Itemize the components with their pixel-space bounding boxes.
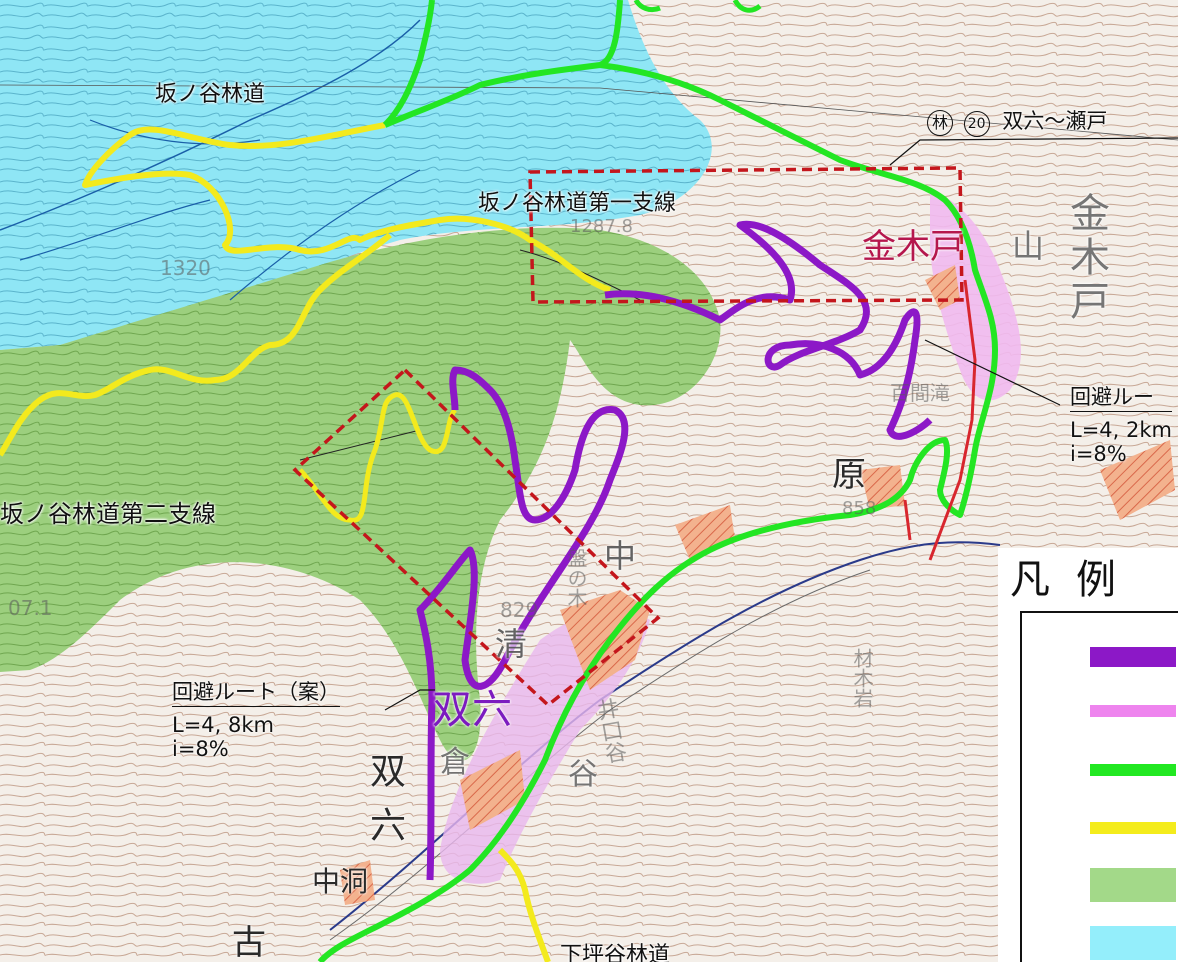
forest-road-name: 双六～瀬戸 bbox=[1002, 109, 1108, 133]
place-hara: 原 bbox=[832, 455, 866, 495]
place-nakahora: 中洞 bbox=[312, 865, 369, 898]
place-kura: 倉 bbox=[440, 745, 470, 780]
legend-swatch-pink-line bbox=[1090, 705, 1176, 717]
proposed-route-west bbox=[416, 366, 629, 881]
label-sakanotani-road: 坂ノ谷林道 bbox=[155, 82, 266, 107]
elevation-858: 858 bbox=[842, 498, 877, 519]
place-sugoroku-vertical: 双六 bbox=[364, 752, 405, 860]
yellow-forest-road-south bbox=[497, 847, 551, 962]
label-forest-road-20: 林 20 双六～瀬戸 bbox=[927, 110, 1107, 137]
legend-swatch-yellow-line bbox=[1090, 822, 1176, 834]
place-furu: 古 bbox=[232, 923, 266, 962]
legend-swatch-green-line bbox=[1090, 764, 1176, 776]
green-route bbox=[317, 0, 998, 962]
place-kanakido-red: 金木戸 bbox=[862, 227, 964, 267]
callout-west-title: 回避ルート（案） bbox=[172, 680, 340, 708]
legend-box bbox=[1020, 611, 1178, 962]
proposed-route-east bbox=[604, 220, 933, 440]
callout-west-length: L=4, 8km bbox=[172, 713, 274, 738]
callout-east-gradient: i=8% bbox=[1070, 442, 1127, 467]
legend-title: 凡例 bbox=[1010, 557, 1142, 603]
legend-swatch-blue-area bbox=[1090, 926, 1176, 960]
label-sakanotani-branch2: 坂ノ谷林道第二支線 bbox=[0, 500, 216, 528]
red-dashed-box-west bbox=[292, 367, 661, 708]
elevation-07: 07.1 bbox=[8, 596, 53, 620]
place-naka: 中 bbox=[604, 537, 637, 575]
yellow-forest-road-north bbox=[82, 122, 612, 293]
place-kiyo: 清 bbox=[495, 625, 528, 663]
pink-corridor-north bbox=[930, 190, 1021, 401]
elevation-1320: 1320 bbox=[160, 256, 211, 280]
callout-west-route: 回避ルート（案） L=4, 8km i=8% bbox=[172, 680, 340, 761]
place-zaimokuiwa: 材木岩 bbox=[850, 648, 874, 708]
place-hyakkendaki: 百間滝 bbox=[890, 381, 950, 405]
place-tani: 谷 bbox=[568, 757, 598, 792]
label-shimotsubotani-road: 下坪谷林道 bbox=[560, 943, 671, 962]
place-kanakido-vertical: 金木戸 bbox=[1063, 192, 1109, 324]
callout-east-length: L=4, 2km bbox=[1070, 418, 1172, 443]
legend-swatch-purple-line bbox=[1090, 647, 1176, 667]
yellow-forest-road-branch bbox=[0, 232, 392, 457]
place-bannoki: 盤の木 bbox=[564, 548, 588, 608]
place-sugoroku-purple: 双六 bbox=[432, 687, 512, 733]
callout-west-gradient: i=8% bbox=[172, 737, 229, 762]
red-dashed-box-north bbox=[528, 166, 964, 304]
place-yama: 山 bbox=[1012, 227, 1045, 265]
callout-east-title: 回避ルー bbox=[1070, 385, 1172, 413]
legend-panel: 凡例 bbox=[998, 548, 1178, 962]
forest-road-mark-icon: 林 bbox=[927, 110, 953, 136]
elevation-1287: 1287.8 bbox=[570, 216, 633, 237]
elevation-829: 829 bbox=[500, 598, 539, 622]
label-sakanotani-branch1: 坂ノ谷林道第一支線 bbox=[478, 191, 677, 216]
forest-road-number: 20 bbox=[963, 111, 990, 137]
legend-swatch-green-area bbox=[1090, 868, 1176, 902]
callout-east-route: 回避ルー L=4, 2km i=8% bbox=[1070, 385, 1172, 466]
